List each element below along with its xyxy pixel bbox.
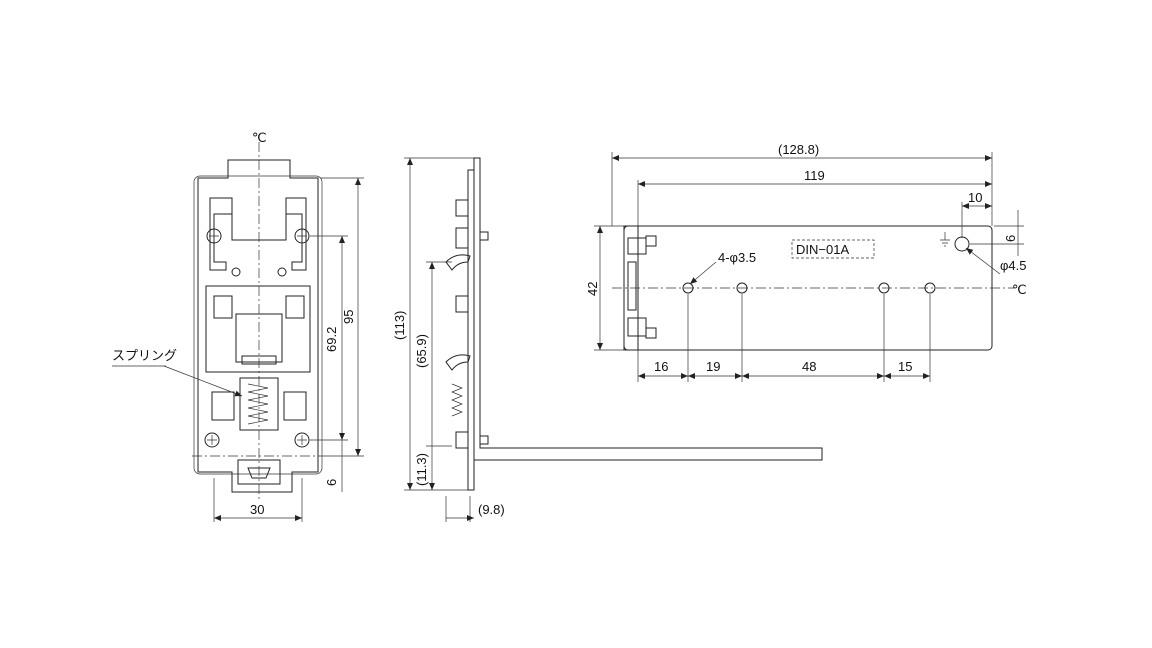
mid-frame [205, 285, 311, 373]
latch [237, 459, 281, 485]
screw-bottom-left [204, 432, 220, 448]
dim-length-label: 119 [804, 168, 825, 183]
dim-height-label: 42 [585, 282, 600, 296]
top-block-3 [627, 317, 647, 337]
front-hole-right [277, 267, 287, 277]
side-hook-top [445, 254, 471, 271]
dim-pitch-4-label: 15 [898, 359, 912, 374]
dim-bottom-label: 6 [324, 479, 339, 486]
dim-pitch-2-label: 19 [706, 359, 720, 374]
side-tab-4 [455, 431, 469, 449]
dim-total-label: (113) [392, 311, 407, 340]
hole-4 [924, 282, 936, 294]
mid-left-tab [213, 295, 233, 319]
upper-right-clip [285, 197, 307, 271]
top-centerline-symbol: ℃ [1012, 282, 1027, 297]
part-label-box [791, 239, 875, 259]
dim-height-label: 95 [341, 310, 356, 324]
dim-hole-pitch-label: 69.2 [324, 327, 339, 352]
dim-hole-edge-label: 6 [1003, 235, 1018, 242]
side-view: (113) (65.9) (11.3) (9.8) [392, 157, 823, 522]
lower-right-tab [283, 391, 307, 421]
screw-top-right [294, 228, 310, 244]
callout-small-leader [689, 261, 717, 285]
side-nut-bottom [479, 435, 489, 445]
front-hole-left [231, 267, 241, 277]
mid-right-tab [285, 295, 305, 319]
side-plate [467, 169, 475, 491]
front-border [193, 175, 323, 475]
top-view: ℃ DIN−01A 4-φ3.5 φ4.5 (128.8) 119 10 6 [585, 142, 1027, 382]
side-tab-1 [455, 199, 469, 217]
top-nut-2 [645, 327, 657, 339]
top-block-1 [627, 237, 647, 255]
latch-slot [247, 467, 271, 479]
part-label: DIN−01A [796, 242, 849, 257]
lower-left-tab [211, 391, 235, 421]
side-hook-bottom [445, 354, 471, 371]
spring-coil [247, 383, 269, 425]
dim-pitch-1-label: 16 [654, 359, 668, 374]
top-nut-1 [645, 235, 657, 247]
side-tab-3 [455, 295, 469, 313]
dim-pitch-3-label: 48 [802, 359, 816, 374]
hole-2 [736, 282, 748, 294]
dim-low-label: (11.3) [414, 453, 429, 486]
hole-callout-large: φ4.5 [1000, 258, 1027, 273]
front-centerline-symbol: ℃ [252, 130, 267, 145]
upper-left-clip [209, 197, 233, 271]
ground-icon [940, 232, 950, 247]
dim-width-label: 30 [250, 502, 264, 517]
spring-leader [163, 365, 243, 397]
dim-mid-label: (65.9) [414, 334, 429, 368]
side-spring [451, 383, 463, 417]
hole-3 [878, 282, 890, 294]
dim-hole-offset-label: 10 [968, 190, 982, 205]
spring-label: スプリング [112, 348, 177, 363]
dim-overall-label: (128.8) [778, 142, 819, 157]
side-bracket [473, 157, 823, 461]
top-block-2 [627, 261, 637, 311]
callout-large-leader [965, 247, 1001, 275]
dim-thickness-label: (9.8) [478, 502, 505, 517]
side-tab-2 [455, 227, 469, 249]
front-view: ℃ 30 69.2 95 6 スプリング [112, 130, 364, 522]
front-outline [197, 159, 319, 493]
screw-bottom-right [294, 432, 310, 448]
screw-top-left [206, 228, 222, 244]
hole-1 [682, 282, 694, 294]
hole-callout-small: 4-φ3.5 [718, 250, 756, 265]
side-nut-top [479, 231, 489, 241]
